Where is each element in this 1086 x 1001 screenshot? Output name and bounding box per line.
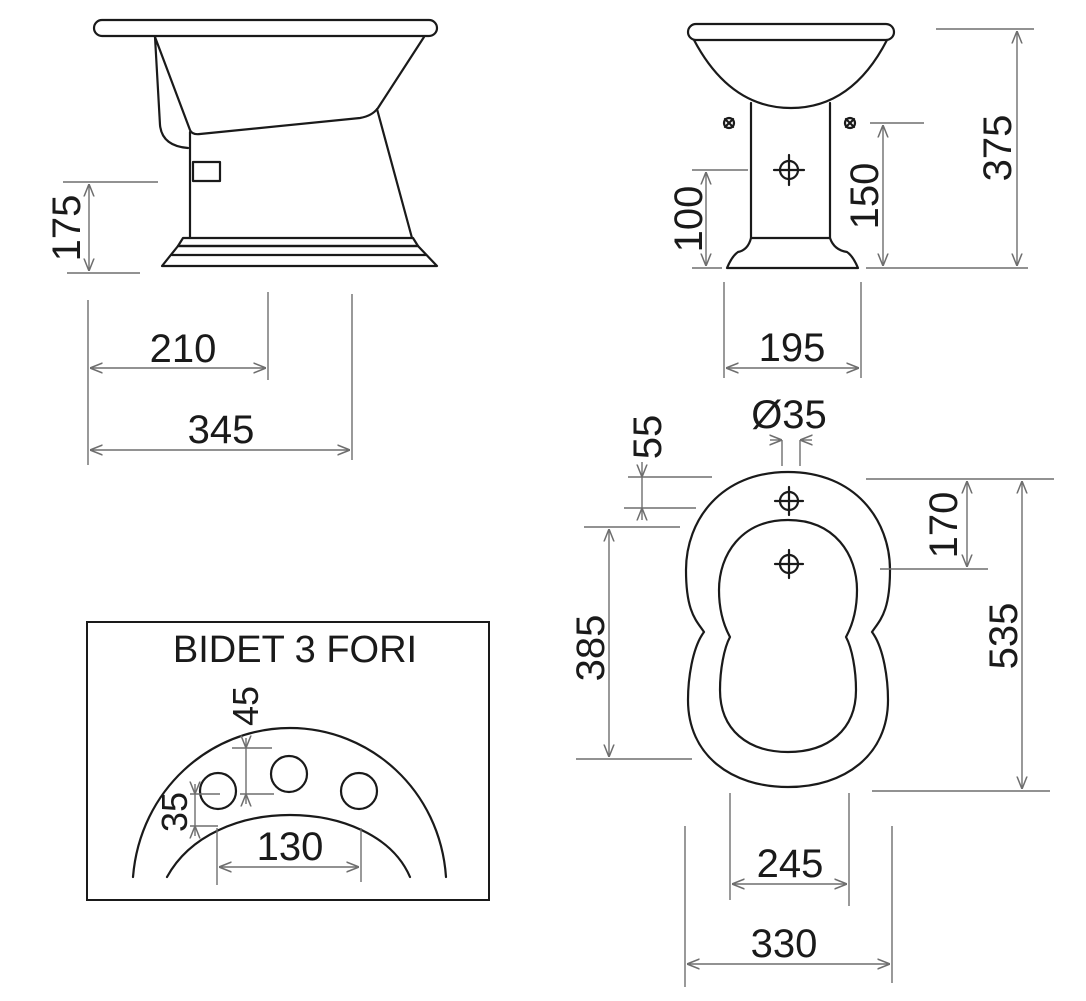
dim-front-drain-height: 100 — [667, 186, 711, 253]
dim-hole-offset: 45 — [225, 686, 266, 726]
top-view — [684, 470, 892, 789]
dim-tap-hole-offset: 55 — [626, 415, 670, 460]
front-view-bowl — [692, 38, 889, 110]
side-view-rim — [92, 18, 439, 38]
crosshair-icon — [772, 153, 806, 187]
side-view-base-2 — [160, 244, 439, 268]
dim-inner-width: 245 — [757, 842, 824, 886]
dim-overall-height: 375 — [976, 115, 1020, 182]
front-view — [686, 22, 896, 270]
side-view-inlet — [191, 160, 222, 183]
detail-frame — [86, 621, 490, 901]
detail-hole-center — [269, 754, 309, 794]
crosshair-icon — [773, 485, 805, 517]
dim-hole-diameter: 35 — [154, 792, 195, 832]
front-view-rim — [686, 22, 896, 42]
crosshair-icon — [773, 548, 805, 580]
detail-hole-right — [339, 771, 379, 811]
top-view-inner-bowl — [717, 518, 859, 754]
dim-overall-width: 330 — [751, 922, 818, 966]
dim-hole-spacing: 130 — [257, 825, 324, 869]
front-view-pedestal — [749, 101, 832, 240]
dim-overall-depth: 345 — [188, 408, 255, 452]
fixing-bolt-icon — [722, 116, 736, 130]
front-view-foot — [725, 236, 860, 270]
side-view-dimensions: 175 210 345 — [45, 181, 353, 465]
detail-title: BIDET 3 FORI — [173, 629, 417, 671]
top-view-dimensions: Ø35 55 385 170 535 245 330 — [569, 393, 1054, 987]
dim-overall-length: 535 — [982, 603, 1026, 670]
dim-inlet-height: 150 — [843, 163, 887, 230]
dim-inner-length: 385 — [569, 615, 613, 682]
dim-inner-to-drain: 170 — [922, 492, 966, 559]
detail-hole-left — [198, 771, 238, 811]
detail-outer-arc — [131, 726, 448, 879]
dim-tap-hole-diameter: Ø35 — [751, 393, 827, 437]
side-view-bowl — [153, 35, 426, 136]
detail-3-holes: BIDET 3 FORI 45 35 130 — [86, 621, 490, 901]
dim-depth-to-drain: 210 — [150, 327, 217, 371]
dim-base-width: 195 — [759, 326, 826, 370]
top-view-outer-outline — [684, 470, 892, 789]
detail-inner-arc — [165, 813, 412, 879]
dim-drain-height: 175 — [45, 195, 89, 262]
fixing-bolt-icon — [843, 116, 857, 130]
front-view-dimensions: 100 150 375 195 — [667, 28, 1034, 378]
side-view-rear-edge — [153, 35, 190, 150]
side-view-front-wall — [375, 107, 414, 240]
side-view-base-1 — [176, 236, 420, 248]
side-view — [92, 18, 439, 268]
